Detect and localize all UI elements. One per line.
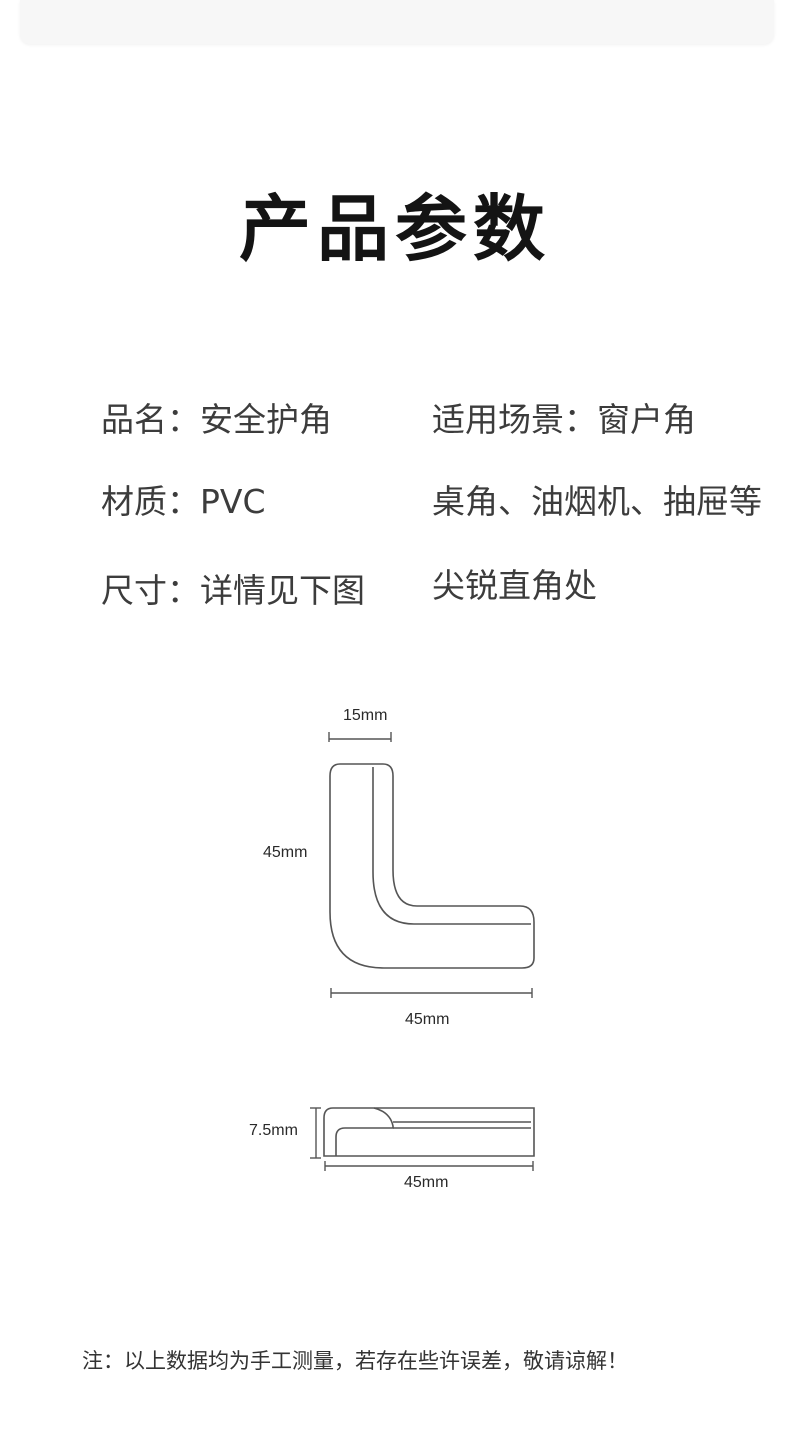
top-strip [20, 0, 774, 44]
top-length-dimension-line [330, 988, 533, 998]
side-length-label: 45mm [404, 1174, 449, 1191]
corner-guard-top-view [329, 763, 535, 969]
corner-guard-side-view [323, 1107, 535, 1157]
top-width-label: 15mm [343, 707, 388, 724]
top-height-label: 45mm [263, 844, 308, 861]
param-scene-line1: 适用场景：窗户角 [432, 400, 696, 439]
side-height-dimension-line [310, 1107, 321, 1159]
top-length-label: 45mm [405, 1011, 450, 1028]
side-length-dimension-line [324, 1161, 534, 1171]
page-title: 产品参数 [238, 187, 551, 271]
param-material: 材质：PVC [101, 482, 266, 521]
top-width-dimension-line [328, 732, 392, 742]
side-height-label: 7.5mm [249, 1122, 298, 1139]
footnote: 注：以上数据均为手工测量，若存在些许误差，敬请谅解！ [82, 1349, 628, 1373]
param-name: 品名：安全护角 [101, 400, 332, 439]
param-scene-line2: 桌角、油烟机、抽屉等 [432, 482, 762, 521]
param-size: 尺寸：详情见下图 [101, 571, 365, 610]
param-scene-line3: 尖锐直角处 [432, 566, 597, 605]
